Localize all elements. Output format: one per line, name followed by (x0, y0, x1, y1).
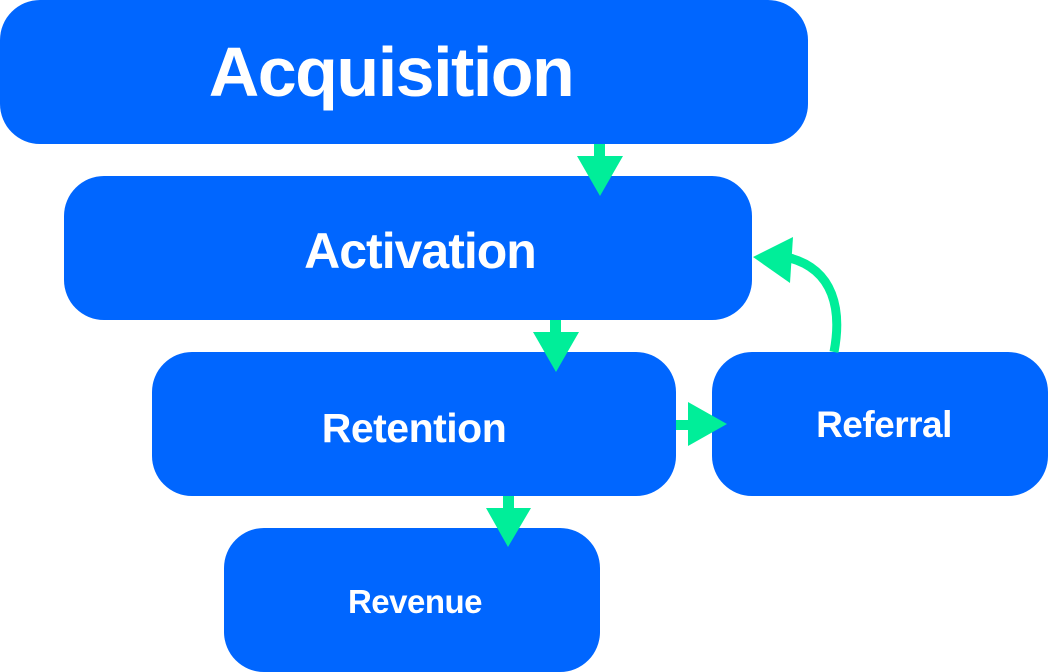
arrow-shaft (676, 420, 690, 430)
stage-acquisition: Acquisition (0, 0, 808, 144)
stage-acquisition-label: Acquisition (208, 33, 575, 111)
stage-revenue: Revenue (224, 528, 600, 672)
stage-retention: Retention (152, 352, 676, 496)
stage-activation: Activation (64, 176, 752, 320)
arrow-referral-to-activation (753, 237, 842, 353)
stage-referral-label: Referral (816, 404, 952, 445)
stage-referral: Referral (712, 352, 1048, 496)
stage-revenue-label: Revenue (347, 583, 483, 620)
arrow-shaft (594, 144, 605, 160)
stage-retention-label: Retention (321, 404, 507, 451)
arrowhead-left-icon (753, 237, 793, 283)
arrow-shaft (503, 496, 514, 510)
arrow-curve (788, 253, 842, 353)
arrow-shaft (550, 320, 561, 334)
stage-activation-label: Activation (304, 223, 537, 279)
